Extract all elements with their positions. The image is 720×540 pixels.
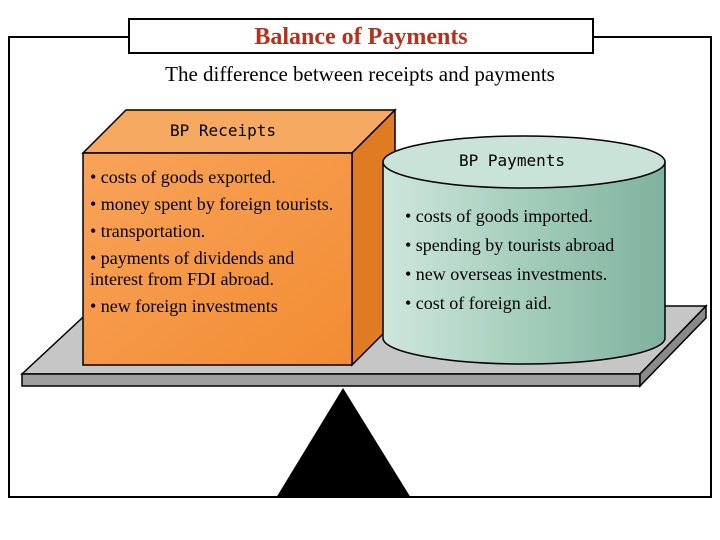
payments-list: • costs of goods imported. • spending by…	[405, 206, 655, 322]
payments-cylinder-top	[382, 135, 666, 189]
receipts-label: BP Receipts	[170, 121, 276, 140]
list-item: • payments of dividends and interest fro…	[90, 248, 295, 289]
fulcrum-triangle	[276, 388, 411, 498]
page-title: Balance of Payments	[254, 24, 468, 50]
platform-side	[639, 304, 707, 388]
payments-cylinder-body	[382, 161, 666, 365]
subtitle: The difference between receipts and paym…	[165, 62, 555, 86]
receipts-list: • costs of goods exported. • money spent…	[90, 167, 346, 323]
title-box: Balance of Payments	[128, 18, 594, 54]
list-item: • cost of foreign aid.	[405, 293, 552, 313]
payments-label: BP Payments	[459, 151, 565, 170]
platform-front	[21, 373, 641, 387]
list-item: • new foreign investments	[90, 296, 278, 316]
list-item: • new overseas investments.	[405, 264, 608, 284]
list-item: • costs of goods exported.	[90, 167, 276, 187]
list-item: • transportation.	[90, 221, 206, 241]
list-item: • spending by tourists abroad	[405, 235, 615, 255]
list-item: • money spent by foreign tourists.	[90, 194, 334, 214]
list-item: • costs of goods imported.	[405, 206, 593, 226]
receipts-box-front	[82, 152, 353, 366]
